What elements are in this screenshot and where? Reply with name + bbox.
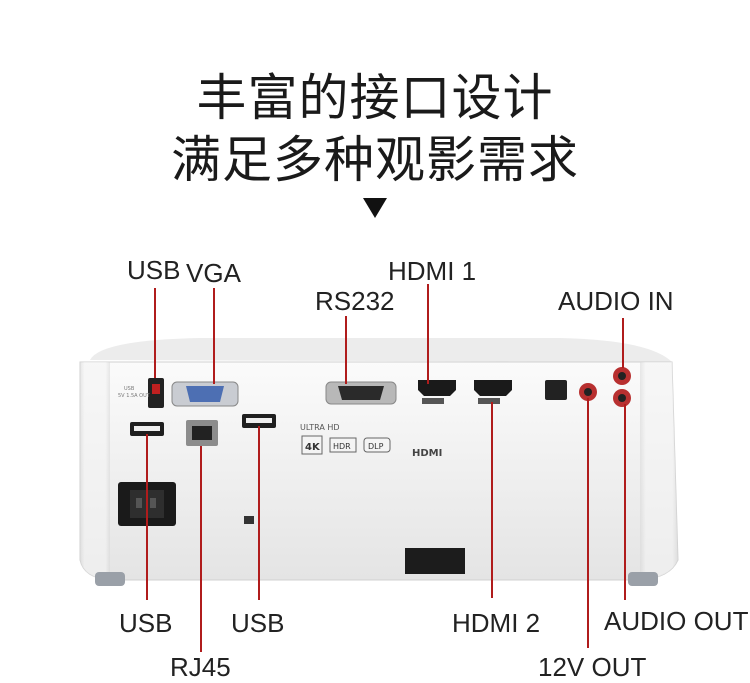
projector-foot-left <box>95 572 125 586</box>
callout-line-vga <box>213 288 215 384</box>
label-audio-in: AUDIO IN <box>558 286 674 316</box>
callout-line-12v <box>587 398 589 648</box>
projector-top-lid <box>90 338 672 362</box>
callout-line-audio-out <box>624 404 626 600</box>
hdr-badge: HDR <box>333 442 351 451</box>
label-usb-top: USB <box>127 255 181 285</box>
audio-in-jack <box>618 372 626 380</box>
optical-port <box>545 380 567 400</box>
callout-line-rs232 <box>345 316 347 384</box>
vent-opening <box>405 548 465 574</box>
label-vga: VGA <box>186 258 241 288</box>
label-audio-out: AUDIO OUT <box>604 606 749 636</box>
label-rj45: RJ45 <box>170 652 231 682</box>
down-arrow-icon <box>363 198 387 218</box>
callout-line-hdmi1 <box>427 284 429 384</box>
hdmi2-port <box>474 380 512 396</box>
label-hdmi2: HDMI 2 <box>452 608 541 638</box>
callout-line-audio-in <box>622 318 624 368</box>
callout-line-hdmi2 <box>491 402 493 598</box>
headline-line-1: 丰富的接口设计 <box>196 69 554 127</box>
hdmi-logo: HDMI <box>412 448 442 459</box>
callout-line-usb-mid <box>258 426 260 600</box>
callout-line-usb-left <box>146 434 148 600</box>
headline-line-2: 满足多种观影需求 <box>171 131 579 189</box>
svg-text:USB: USB <box>124 386 135 392</box>
label-hdmi1: HDMI 1 <box>388 256 477 286</box>
kensington-slot <box>244 516 254 524</box>
vga-port <box>186 386 224 402</box>
dlp-badge: DLP <box>368 442 384 451</box>
callout-line-usb-top <box>154 288 156 378</box>
12v-out-jack <box>584 388 592 396</box>
ultra-hd-logo: ULTRA HD <box>300 423 340 432</box>
label-rs232: RS232 <box>315 286 395 316</box>
audio-out-jack <box>618 394 626 402</box>
hdmi1-port <box>418 380 456 396</box>
callout-line-rj45 <box>200 446 202 652</box>
label-usb-bottom-mid: USB <box>231 608 285 638</box>
svg-text:5V 1.5A OUT: 5V 1.5A OUT <box>118 393 151 399</box>
projector-foot-right <box>628 572 658 586</box>
label-12v-out: 12V OUT <box>538 652 647 682</box>
rs232-port <box>338 386 384 400</box>
4k-badge: 4K <box>305 442 321 453</box>
label-usb-bottom-left: USB <box>119 608 173 638</box>
